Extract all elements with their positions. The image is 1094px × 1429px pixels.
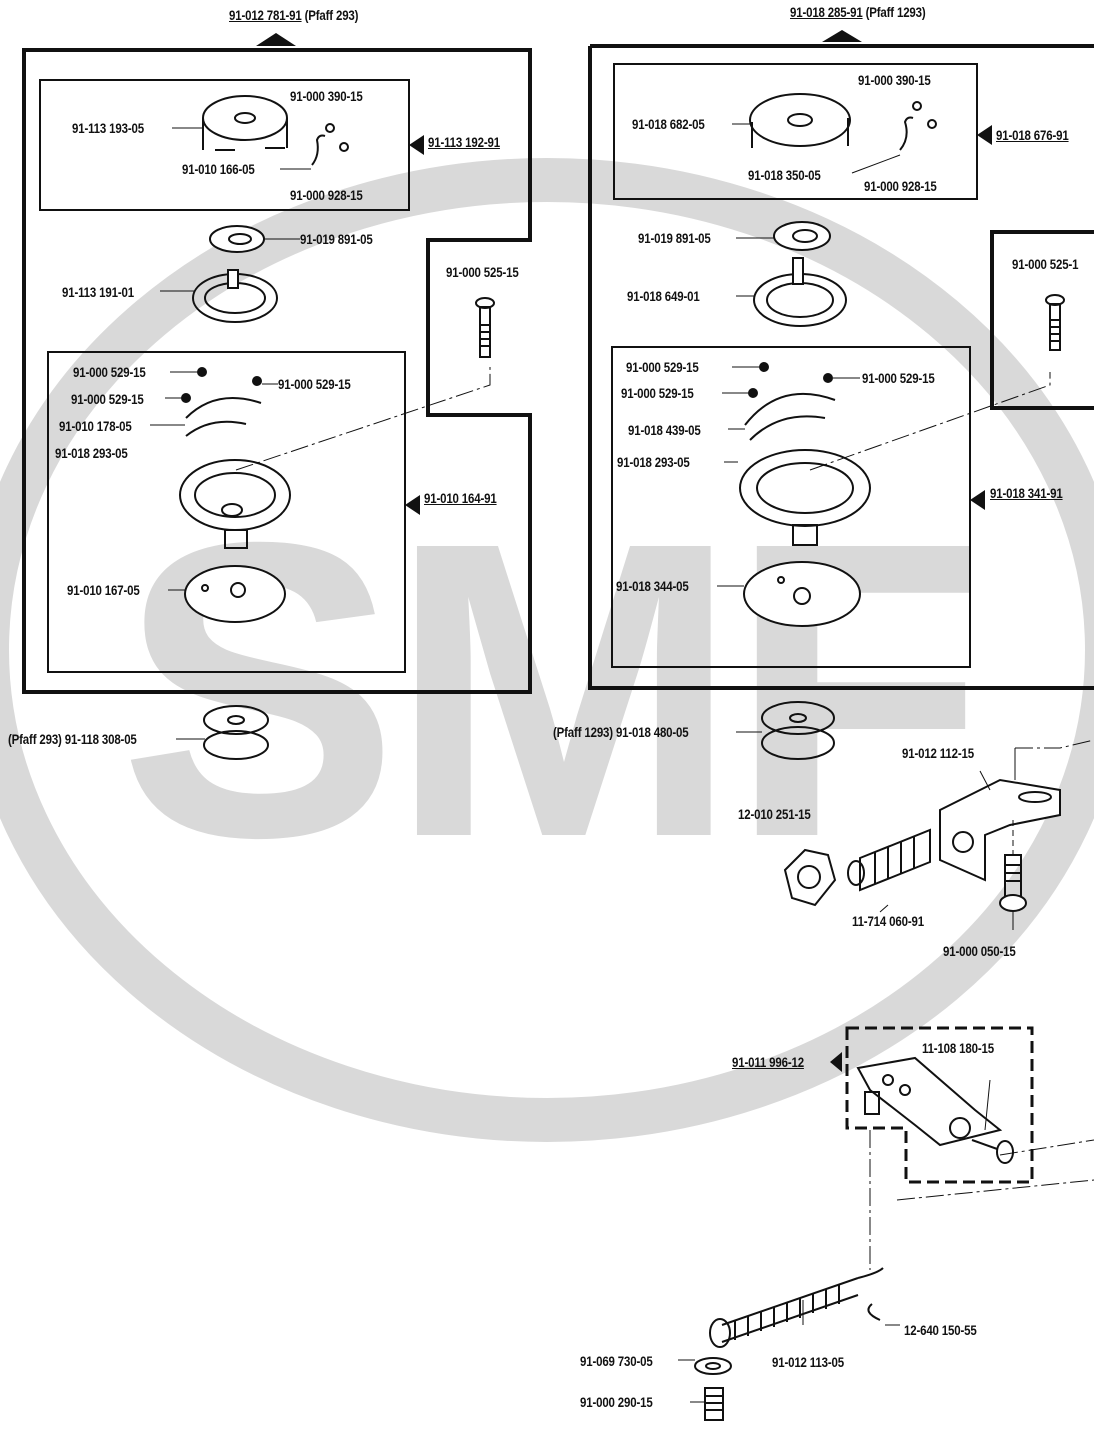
label-left-screw1: 91-000 390-15 [290, 88, 363, 104]
base-left [192, 269, 278, 323]
label-right-washer: 91-019 891-05 [638, 230, 711, 246]
screw-bottom [704, 1387, 724, 1421]
plate-right [743, 561, 861, 627]
label-right-screw1: 91-000 390-15 [858, 72, 931, 88]
hook-left [179, 397, 291, 549]
label-bracket: 91-012 112-15 [902, 745, 974, 761]
label-lever-screw: 11-108 180-15 [922, 1040, 994, 1056]
label-right-base: 91-018 649-01 [627, 288, 700, 304]
label-right-bobbin: (Pfaff 1293) 91-018 480-05 [553, 724, 689, 740]
base-right [753, 257, 847, 327]
bracket-screw [999, 854, 1027, 912]
label-stud: 11-714 060-91 [852, 913, 924, 929]
header-right-part: 91-018 285-91 [790, 4, 863, 20]
label-right-spring: 91-018 350-05 [748, 167, 821, 183]
long-screw-left [475, 297, 495, 358]
label-retaining-ring: 12-640 150-55 [904, 1322, 977, 1338]
label-left-hook-assembly: 91-010 164-91 [424, 490, 497, 506]
label-left-hook-screw-a: 91-000 529-15 [73, 364, 146, 380]
retaining-ring [867, 1303, 881, 1321]
label-right-gib: 91-018 439-05 [628, 422, 701, 438]
label-right-hook-assembly: 91-018 341-91 [990, 485, 1063, 501]
lever-dashed-box [845, 1026, 1034, 1184]
left-hook-box [47, 351, 406, 673]
label-right-long-screw: 91-000 525-1 [1012, 256, 1079, 272]
label-right-plate: 91-018 344-05 [616, 578, 689, 594]
label-washer-bottom: 91-069 730-05 [580, 1353, 653, 1369]
header-right-model: (Pfaff 1293) [865, 4, 926, 20]
label-lever-assembly: 91-011 996-12 [732, 1054, 804, 1070]
label-left-hook-screw-b: 91-000 529-15 [278, 376, 351, 392]
tension-spring [709, 1267, 884, 1348]
left-outer-frame [22, 48, 532, 694]
label-right-screw2: 91-000 928-15 [864, 178, 937, 194]
right-hook-box [611, 346, 971, 668]
bracket [939, 778, 1061, 882]
label-left-long-screw: 91-000 525-15 [446, 264, 519, 280]
right-case-box [613, 63, 978, 200]
washer-left [209, 225, 265, 253]
bobbin-left [203, 705, 269, 760]
right-outer-frame [588, 44, 1094, 690]
bobbin-right [761, 701, 835, 760]
label-right-case: 91-018 682-05 [632, 116, 705, 132]
label-left-hook-screw-c: 91-000 529-15 [71, 391, 144, 407]
label-right-hook-spring: 91-018 293-05 [617, 454, 690, 470]
label-right-hook-screw-c: 91-000 529-15 [621, 385, 694, 401]
nut [783, 848, 837, 907]
label-nut: 12-010 251-15 [738, 806, 811, 822]
header-arrow-right [822, 30, 862, 42]
bobbin-case-right [749, 93, 851, 148]
washer-right [773, 221, 831, 251]
header-arrow-left [256, 33, 296, 46]
label-bracket-screw: 91-000 050-15 [943, 943, 1016, 959]
washer-bottom [694, 1357, 732, 1375]
spring-right [899, 116, 914, 151]
label-left-plate: 91-010 167-05 [67, 582, 140, 598]
hook-right [739, 392, 871, 546]
lever [856, 1056, 1003, 1147]
label-left-washer: 91-019 891-05 [300, 231, 373, 247]
lever-screw [971, 1139, 1014, 1164]
label-screw-bottom: 91-000 290-15 [580, 1394, 653, 1410]
label-left-base: 91-113 191-01 [62, 284, 134, 300]
label-left-gib: 91-010 178-05 [59, 418, 132, 434]
label-left-spring: 91-010 166-05 [182, 161, 255, 177]
spring-left [311, 134, 326, 166]
bobbin-case-left [202, 95, 288, 151]
label-left-hook-spring: 91-018 293-05 [55, 445, 128, 461]
plate-left [184, 565, 286, 623]
label-left-case-assembly: 91-113 192-91 [428, 134, 500, 150]
label-left-screw2: 91-000 928-15 [290, 187, 363, 203]
long-screw-right [1045, 294, 1065, 351]
right-screw-box [990, 230, 1094, 410]
label-left-case: 91-113 193-05 [72, 120, 144, 136]
header-left-part: 91-012 781-91 [229, 7, 302, 23]
header-left: 91-012 781-91 (Pfaff 293) [229, 7, 358, 23]
stud [847, 828, 931, 892]
header-left-model: (Pfaff 293) [304, 7, 359, 23]
header-right: 91-018 285-91 (Pfaff 1293) [790, 4, 926, 20]
label-right-hook-screw-b: 91-000 529-15 [862, 370, 935, 386]
label-right-case-assembly: 91-018 676-91 [996, 127, 1069, 143]
label-right-hook-screw-a: 91-000 529-15 [626, 359, 699, 375]
label-left-bobbin: (Pfaff 293) 91-118 308-05 [8, 731, 137, 747]
label-spring: 91-012 113-05 [772, 1354, 844, 1370]
